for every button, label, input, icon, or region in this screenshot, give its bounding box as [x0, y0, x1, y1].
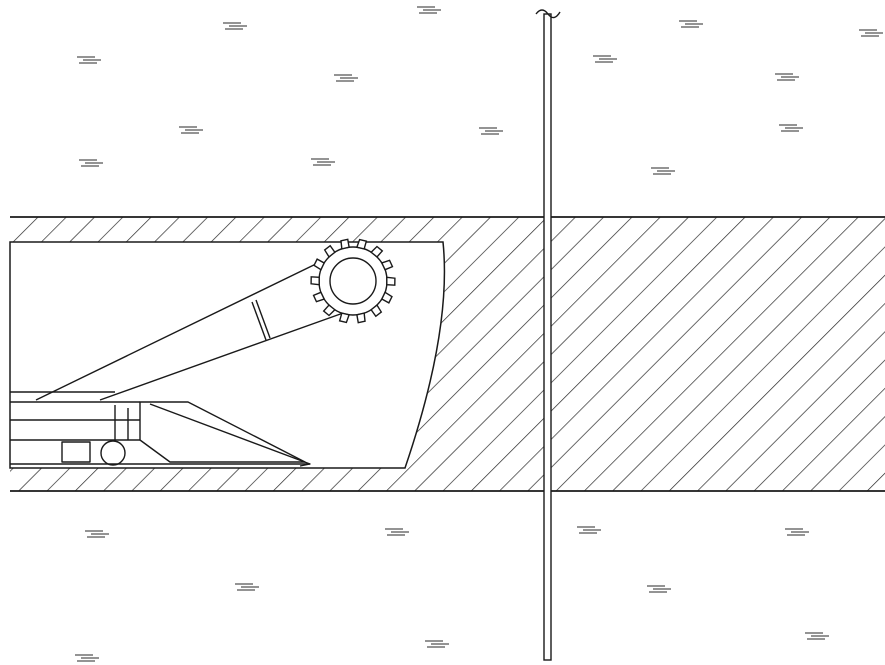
arm-joint-line-2: [255, 299, 271, 339]
drum-pick: [323, 244, 336, 258]
borehole-rod: [543, 13, 552, 661]
borehole: [535, 9, 561, 661]
drum-pick: [322, 304, 336, 317]
drum-pick: [310, 276, 320, 286]
drum-pick: [380, 259, 394, 271]
rock-strata-symbols: [75, 6, 883, 662]
drum-pick: [338, 312, 351, 324]
drum-pick: [370, 304, 383, 318]
control-box: [61, 441, 91, 463]
drum-pick: [386, 276, 396, 286]
drum-pick: [355, 238, 368, 250]
drum-pick: [340, 238, 350, 250]
drum-pick: [370, 245, 384, 258]
drum-pick: [356, 312, 366, 324]
loader-cowl: [139, 401, 306, 463]
break-line-icon: [535, 9, 561, 19]
drum-pick: [312, 291, 326, 303]
drum-pick: [313, 258, 326, 271]
drum-pick: [380, 291, 393, 304]
haulage-wheel: [100, 440, 126, 466]
arm-joint-line: [251, 301, 267, 341]
cutting-drum: [310, 238, 396, 324]
drum-hub: [329, 257, 377, 305]
